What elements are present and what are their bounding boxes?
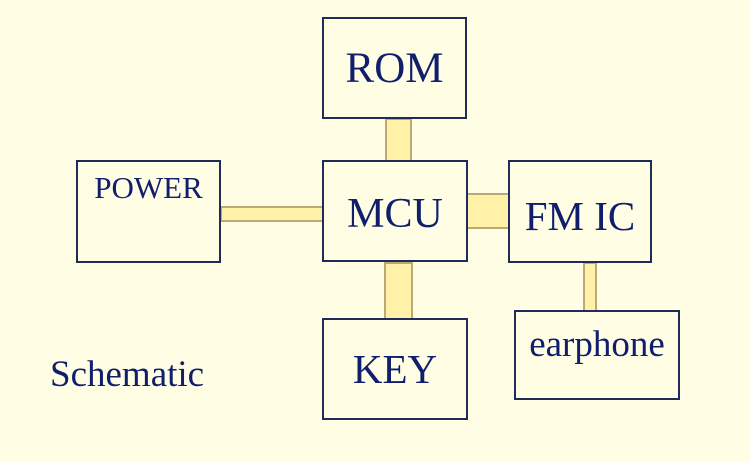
earphone-label: earphone <box>529 324 665 365</box>
rom-block: ROM <box>322 17 467 119</box>
earphone-block: earphone <box>514 310 680 400</box>
rom-label: ROM <box>345 44 444 92</box>
schematic-caption: Schematic <box>50 354 205 395</box>
power-label: POWER <box>94 170 203 205</box>
mcu-key-connector <box>384 262 413 320</box>
mcu-block: MCU <box>322 160 468 262</box>
power-mcu-connector <box>220 206 324 222</box>
key-block: KEY <box>322 318 468 420</box>
power-block: POWER <box>76 160 221 263</box>
fm-ic-label: FM IC <box>524 193 636 239</box>
key-label: KEY <box>352 345 438 392</box>
fm-ic-block: FM IC <box>508 160 652 263</box>
mcu-label: MCU <box>347 191 443 237</box>
mcu-fm-ic-connector <box>466 193 510 229</box>
rom-mcu-connector <box>385 118 412 162</box>
fm-ic-earphone-connector <box>583 262 597 312</box>
